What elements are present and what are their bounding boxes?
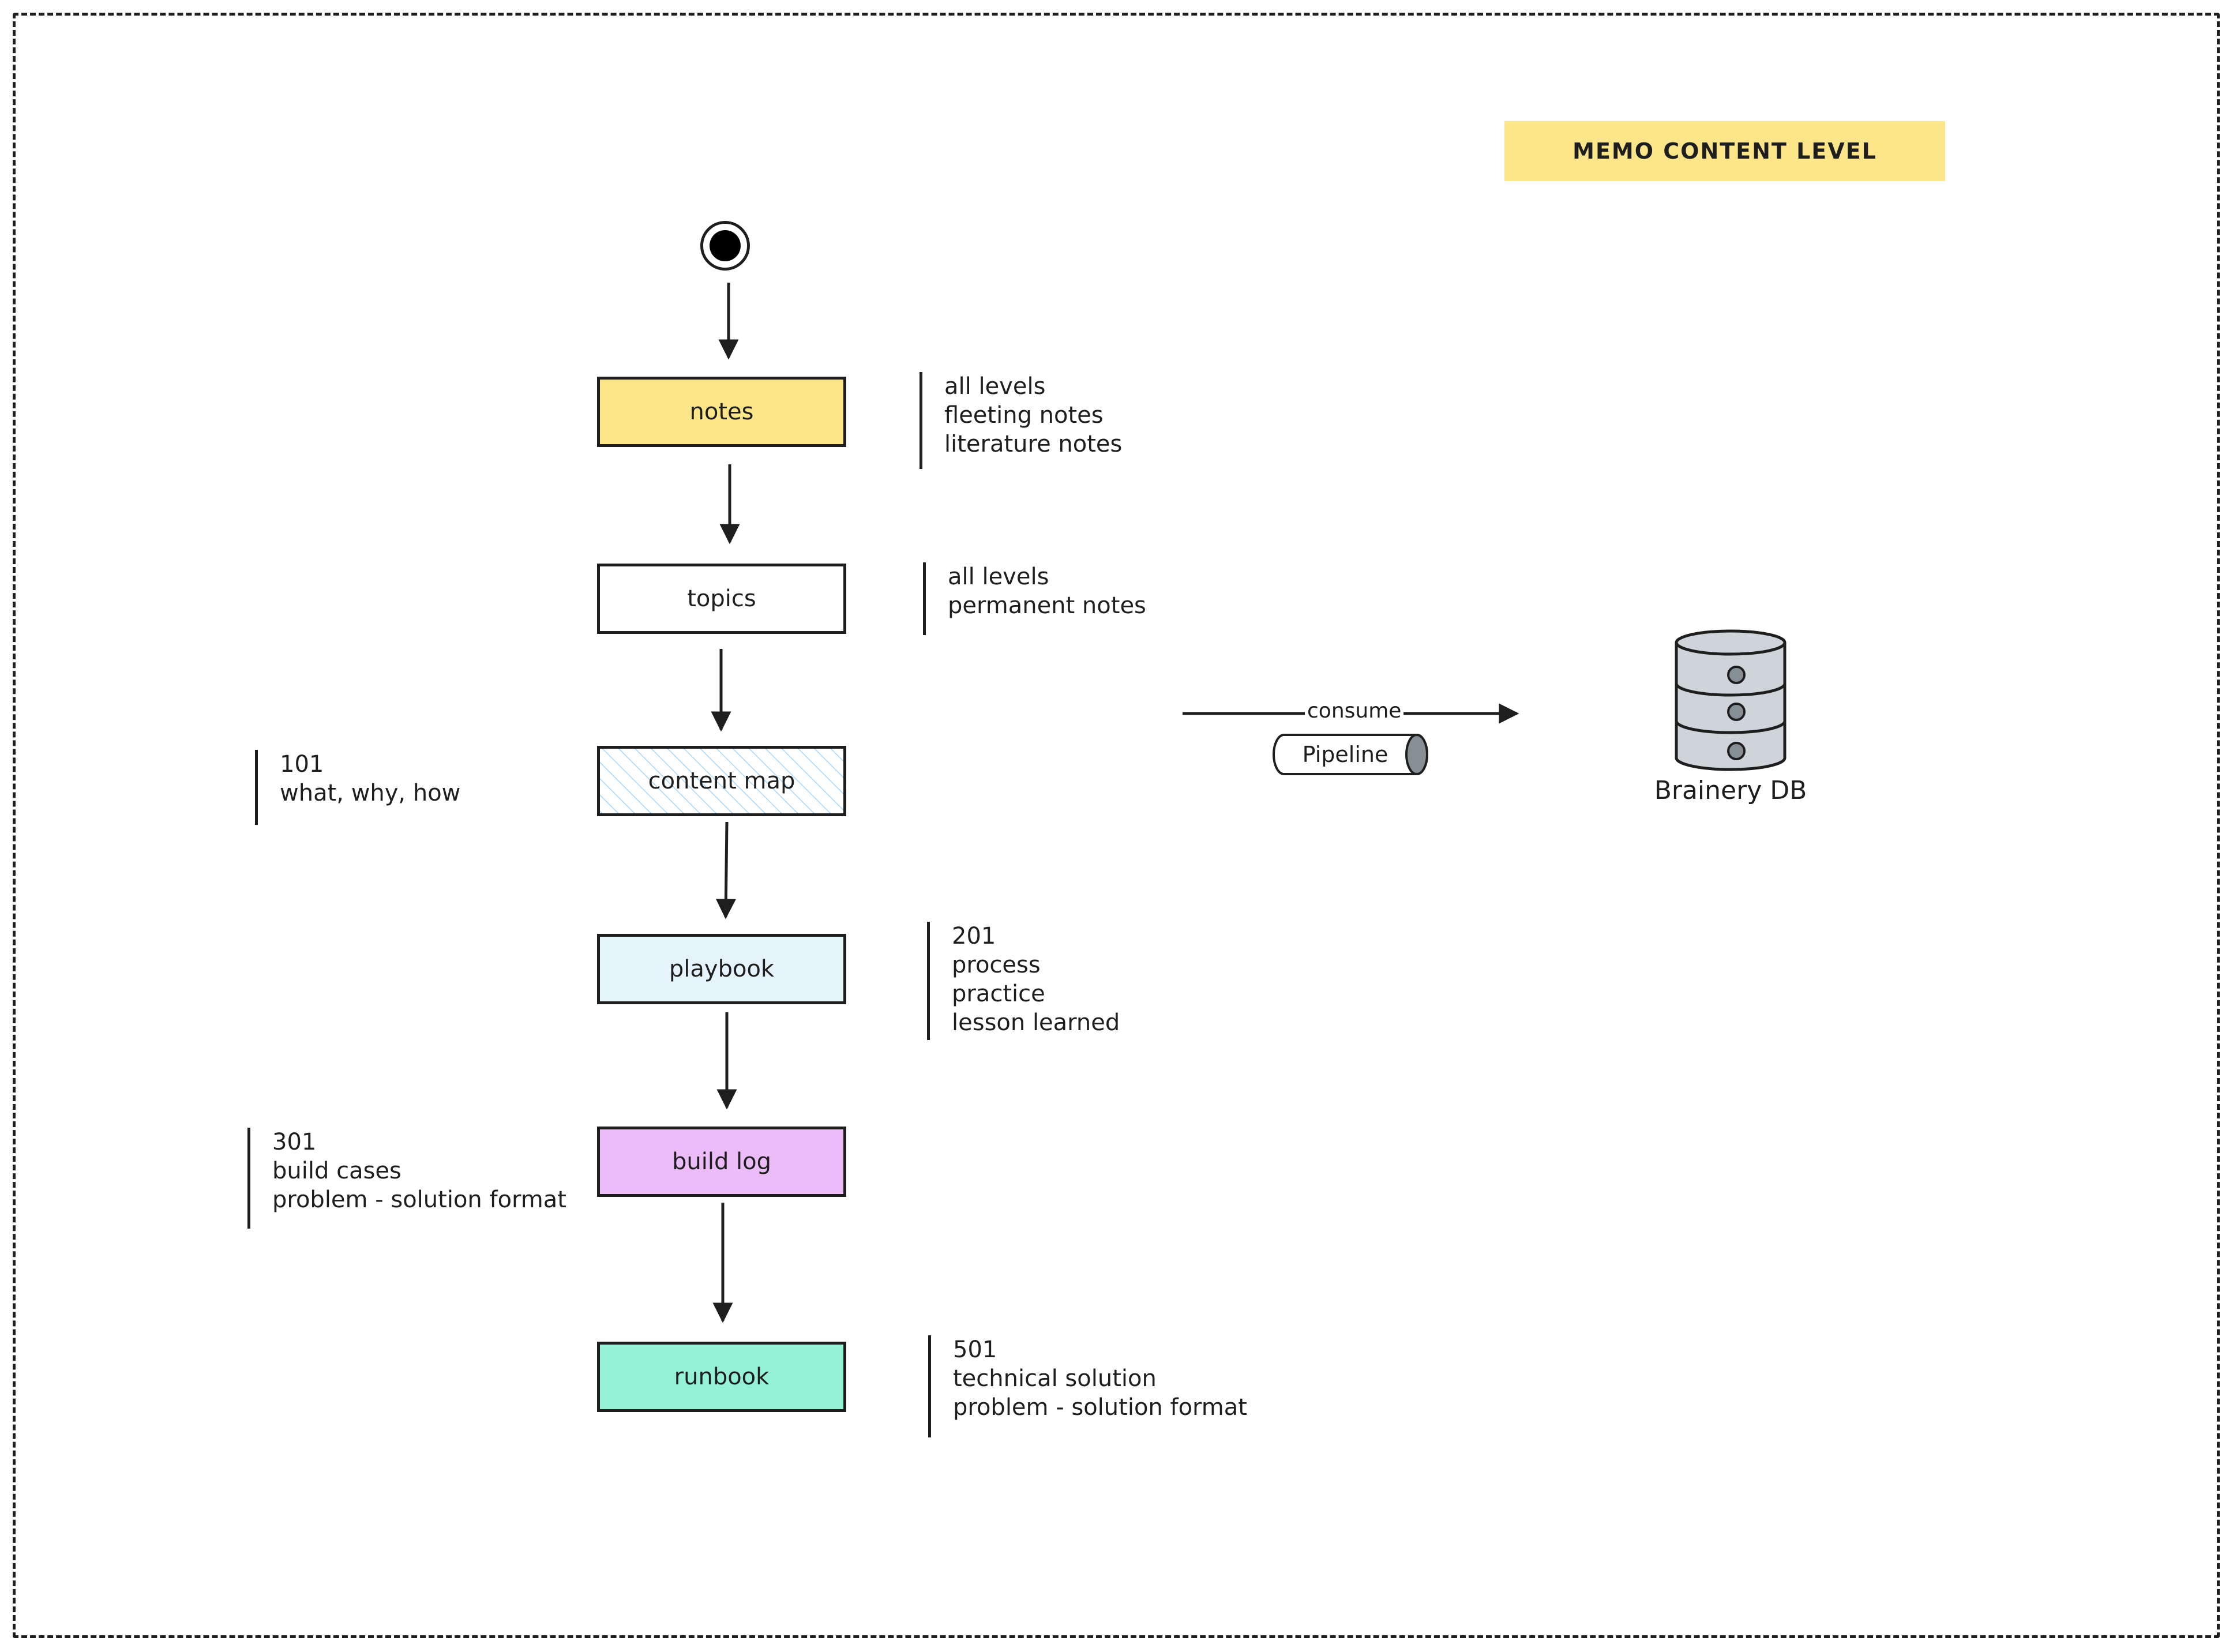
- edge-label-consume[interactable]: consume: [1305, 699, 1404, 723]
- note-line: technical solution: [953, 1365, 1157, 1392]
- note-line: 101: [280, 751, 324, 778]
- note-line: what, why, how: [280, 780, 461, 806]
- note-line: 201: [952, 923, 996, 949]
- note-notes[interactable]: all levels fleeting notes literature not…: [920, 372, 1122, 469]
- pipeline-label: Pipeline: [1302, 742, 1388, 767]
- node-topics[interactable]: topics: [597, 564, 846, 634]
- node-runbook[interactable]: runbook: [597, 1342, 846, 1412]
- note-line: problem - solution format: [953, 1394, 1247, 1421]
- note-line: problem - solution format: [272, 1187, 566, 1213]
- node-playbook[interactable]: playbook: [597, 934, 846, 1004]
- note-content-map[interactable]: 101 what, why, how: [255, 750, 460, 825]
- pipeline-icon[interactable]: [1273, 733, 1433, 776]
- note-line: 301: [272, 1129, 317, 1155]
- note-line: lesson learned: [952, 1009, 1120, 1036]
- content-map-hatch: [600, 749, 843, 813]
- node-notes[interactable]: notes: [597, 377, 846, 447]
- note-line: fleeting notes: [944, 402, 1104, 429]
- node-content-map[interactable]: content map: [597, 746, 846, 816]
- database-label: Brainery DB: [1654, 776, 1807, 805]
- note-line: all levels: [948, 564, 1049, 590]
- arrow-contentmap-playbook: [715, 821, 736, 919]
- note-runbook[interactable]: 501 technical solution problem - solutio…: [928, 1335, 1247, 1437]
- note-line: process: [952, 952, 1041, 978]
- note-line: 501: [953, 1336, 997, 1363]
- note-topics[interactable]: all levels permanent notes: [923, 562, 1146, 635]
- note-playbook[interactable]: 201 process practice lesson learned: [927, 922, 1120, 1040]
- frame-border: [13, 13, 2220, 1638]
- start-node-icon[interactable]: [700, 221, 750, 271]
- title-sticky[interactable]: MEMO CONTENT LEVEL: [1504, 121, 1945, 181]
- note-line: literature notes: [944, 431, 1123, 457]
- note-line: practice: [952, 981, 1045, 1007]
- database-icon[interactable]: [1673, 629, 1788, 773]
- note-build-log[interactable]: 301 build cases problem - solution forma…: [247, 1128, 566, 1229]
- node-build-log[interactable]: build log: [597, 1127, 846, 1197]
- note-line: all levels: [944, 373, 1046, 400]
- note-line: build cases: [272, 1158, 401, 1184]
- note-line: permanent notes: [948, 592, 1146, 619]
